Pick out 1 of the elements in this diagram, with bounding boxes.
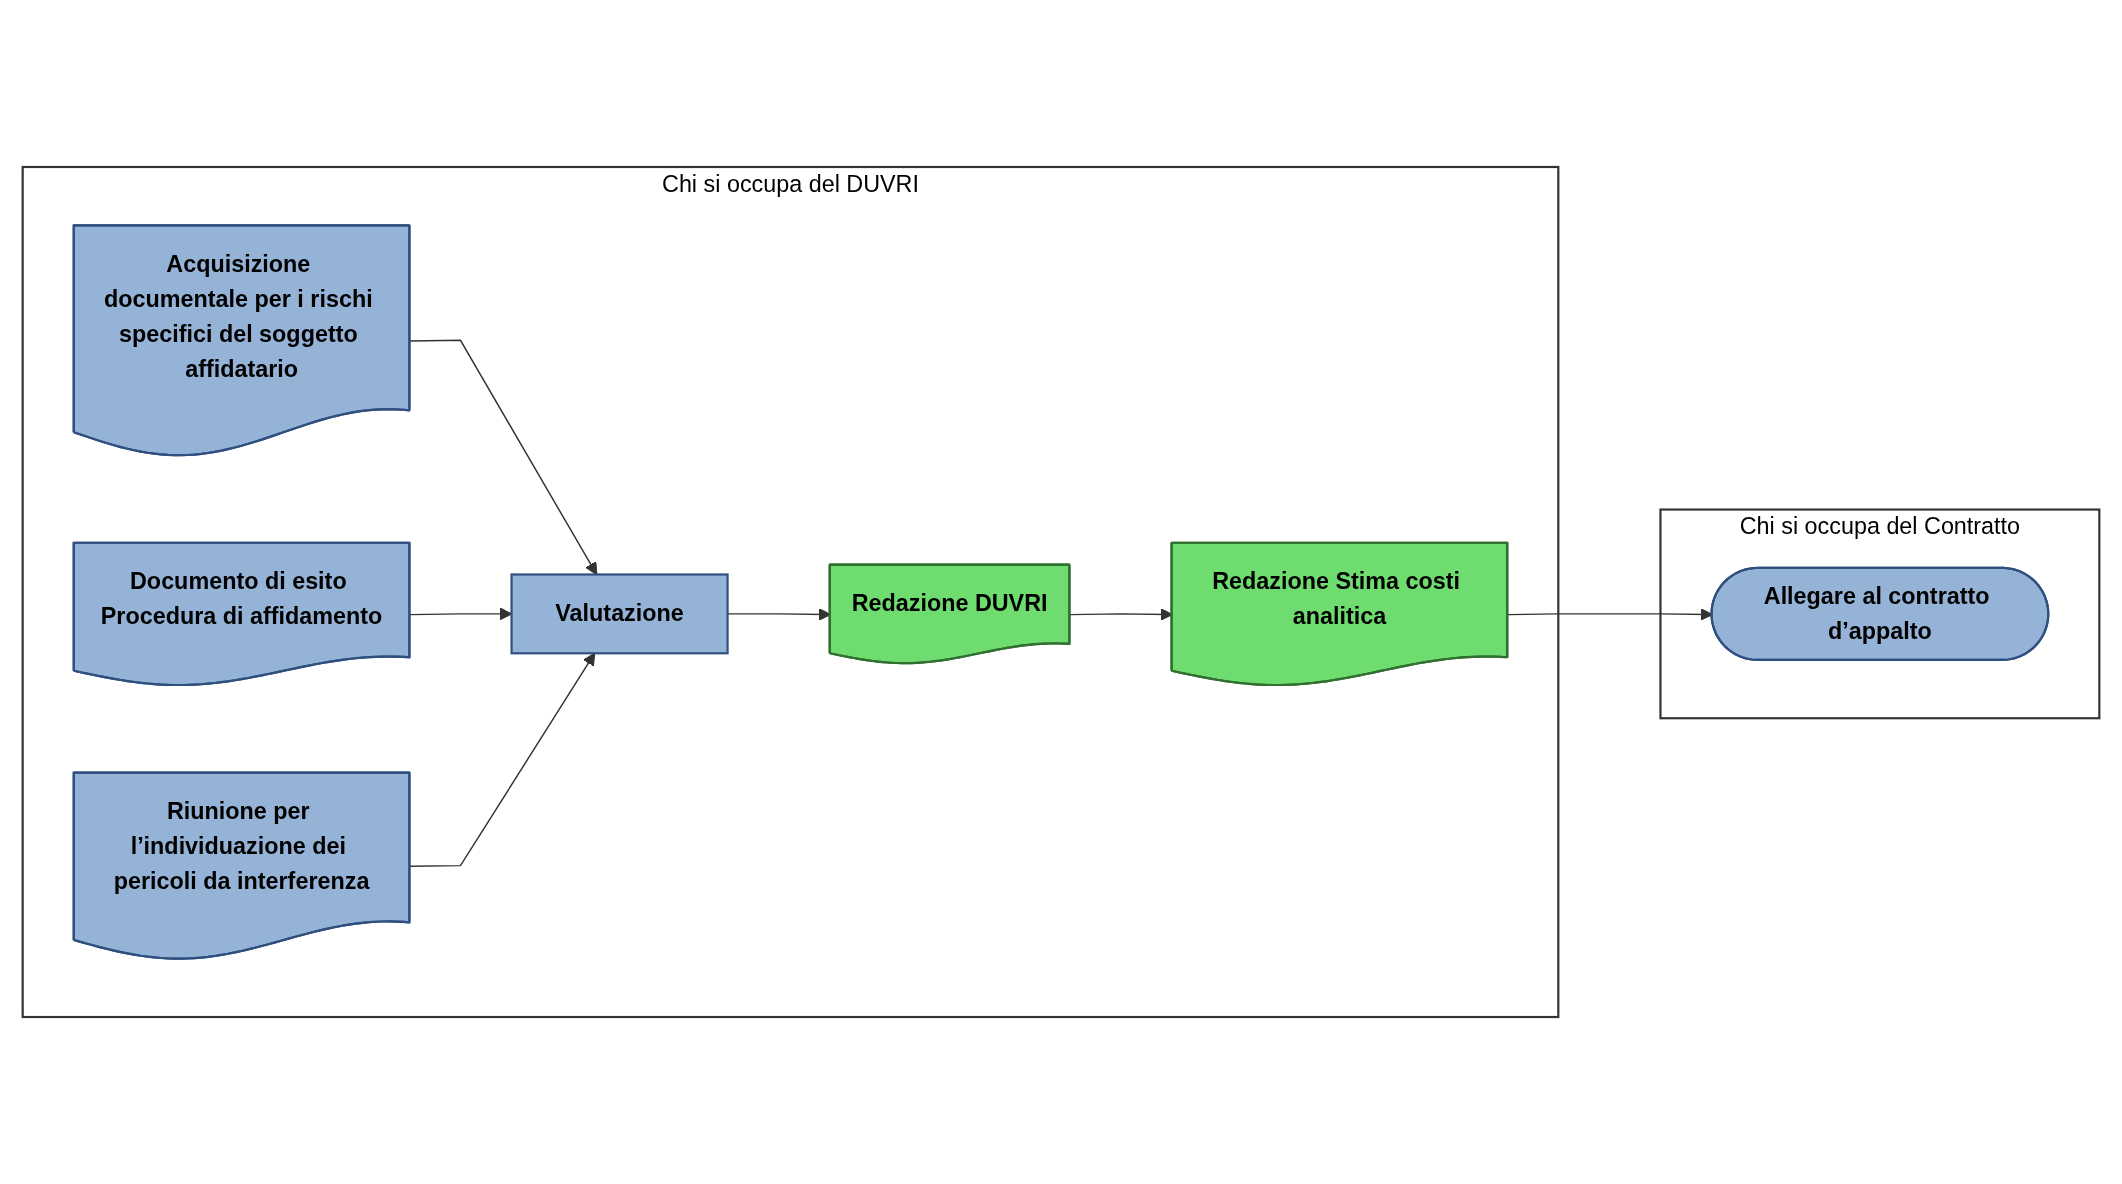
node-box: Valutazione xyxy=(510,573,729,655)
